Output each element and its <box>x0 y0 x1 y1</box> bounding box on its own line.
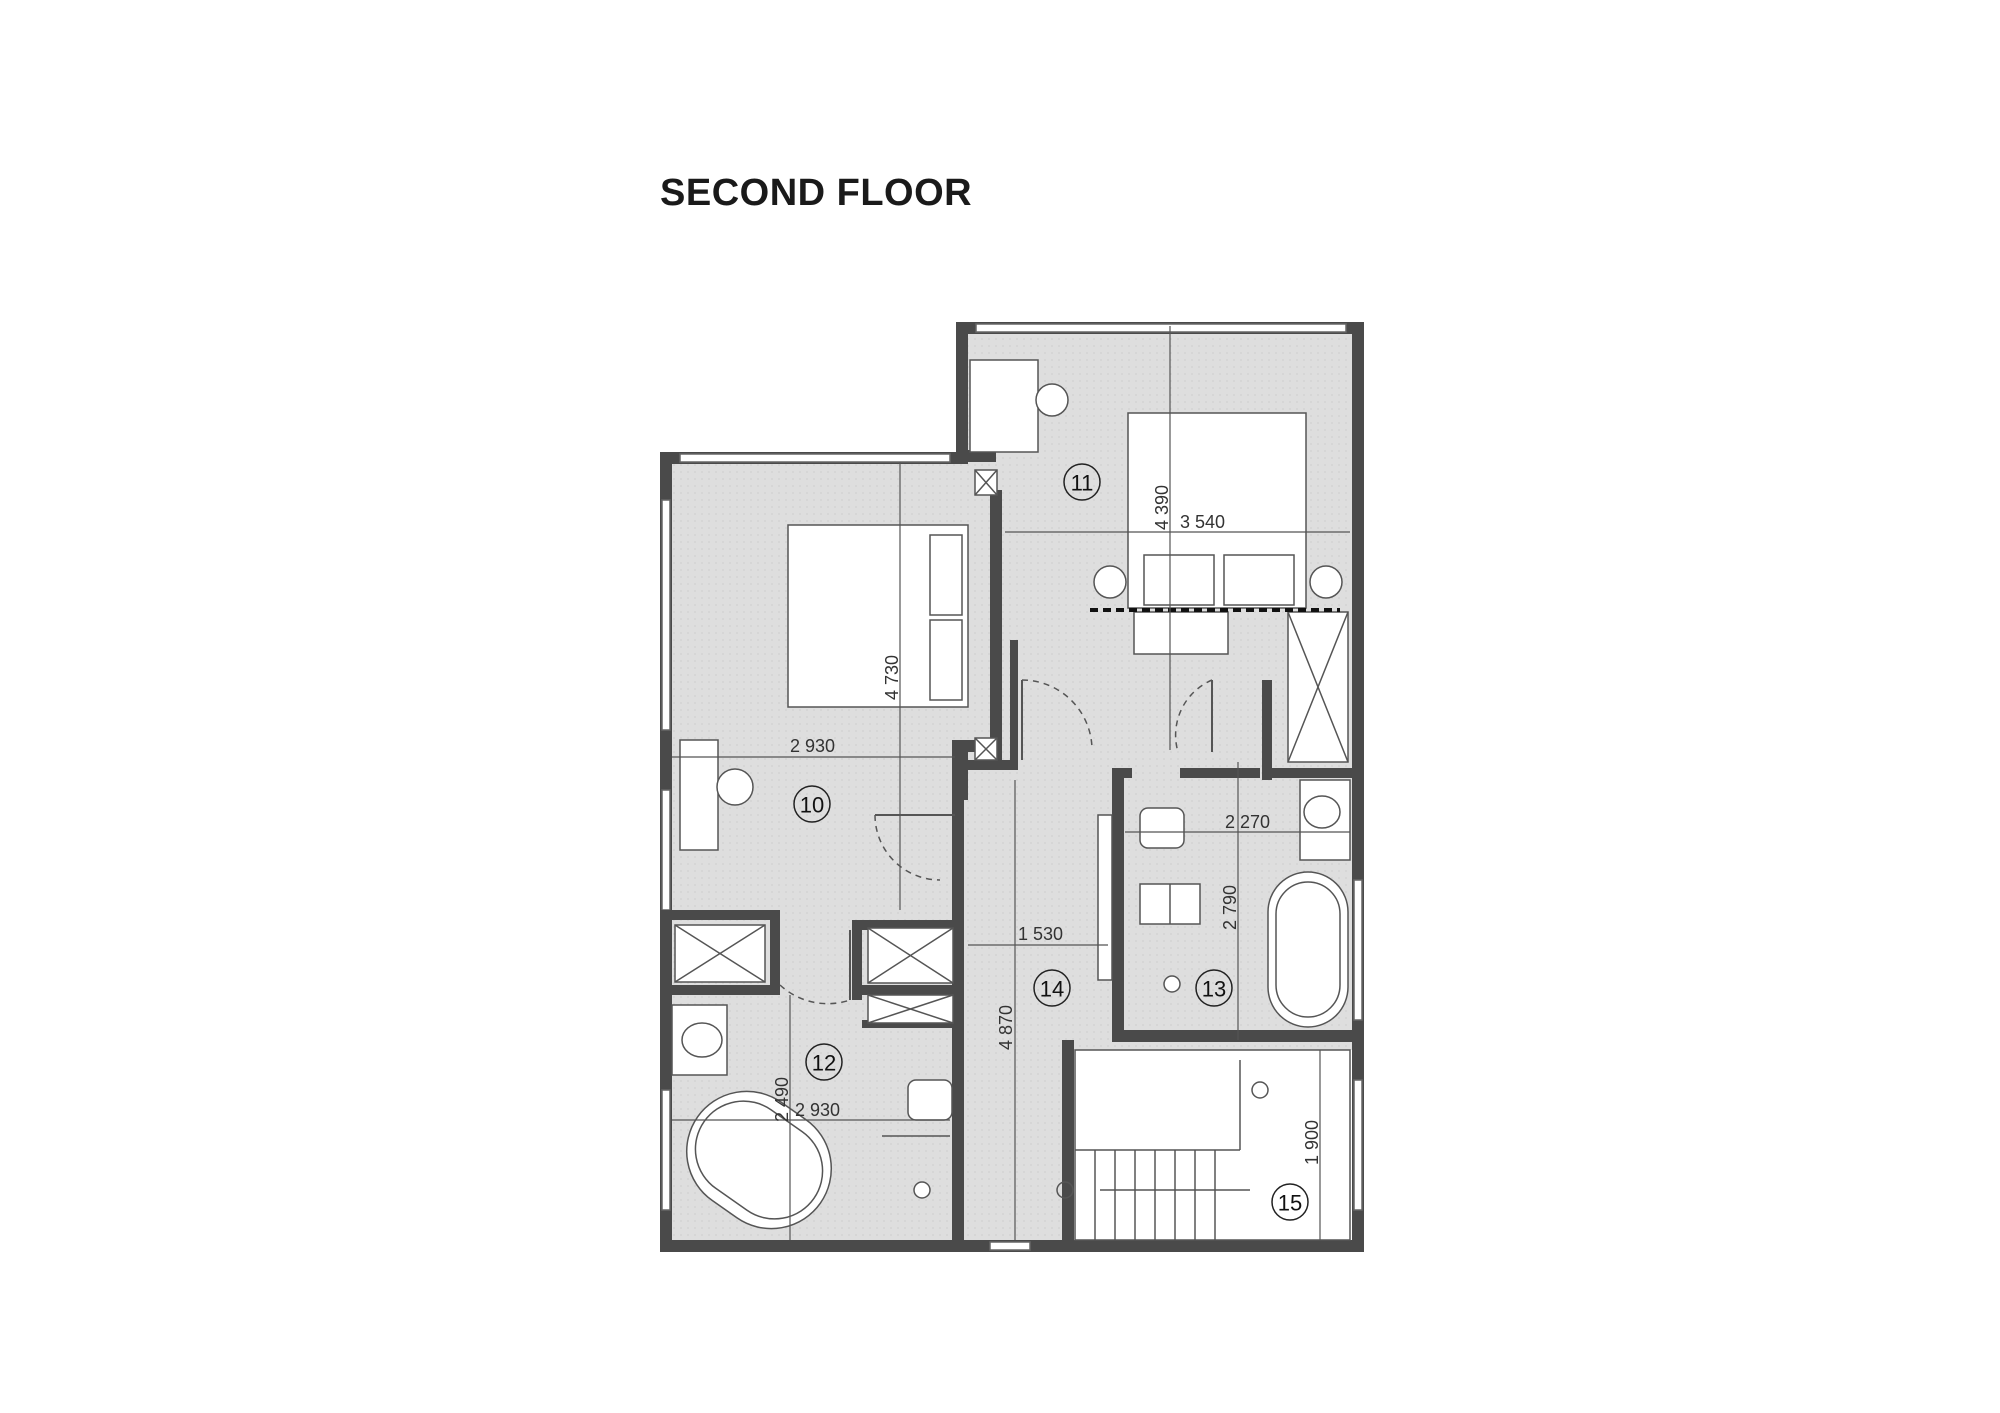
room-tag-13: 13 <box>1195 969 1233 1007</box>
dim-label: 3 540 <box>1180 512 1225 532</box>
dim-label: 2 270 <box>1225 812 1270 832</box>
dimension-lines <box>672 326 1350 1240</box>
room-tag-15: 15 <box>1271 1183 1309 1221</box>
room-number: 13 <box>1202 977 1226 1002</box>
dim-label: 2 790 <box>1220 885 1240 930</box>
dim-label: 1 900 <box>1302 1120 1322 1165</box>
bath-12-fixtures <box>671 1004 953 1230</box>
room-number: 11 <box>1071 471 1094 496</box>
room-number: 10 <box>800 793 824 818</box>
doors <box>779 679 1213 1005</box>
bath-13-fixtures <box>1097 779 1351 1028</box>
dim-label: 4 730 <box>882 655 902 700</box>
dim-label: 1 530 <box>1018 924 1063 944</box>
stair-hall <box>1072 1050 1352 1242</box>
dim-label: 4 870 <box>996 1005 1016 1050</box>
room-tag-12: 12 <box>805 1043 843 1081</box>
room-number: 12 <box>812 1051 836 1076</box>
bedroom-11-furniture <box>969 359 1349 763</box>
page-title: SECOND FLOOR <box>660 172 973 214</box>
stairs <box>1056 1049 1351 1241</box>
room-tag-11: 11 <box>1063 463 1101 501</box>
room-tag-14: 14 <box>1033 969 1071 1007</box>
dim-label: 2 930 <box>790 736 835 756</box>
door-leaves <box>849 680 1213 1000</box>
room-tag-10: 10 <box>793 785 831 823</box>
interior-walls <box>660 450 1362 1250</box>
dim-label: 4 390 <box>1152 485 1172 530</box>
windows <box>661 323 1363 1251</box>
room-number: 14 <box>1040 977 1064 1002</box>
bedroom-10-furniture <box>674 469 998 1024</box>
dim-label: 2 490 <box>772 1077 792 1122</box>
room-number: 15 <box>1278 1191 1302 1216</box>
dim-label: 2 930 <box>795 1100 840 1120</box>
